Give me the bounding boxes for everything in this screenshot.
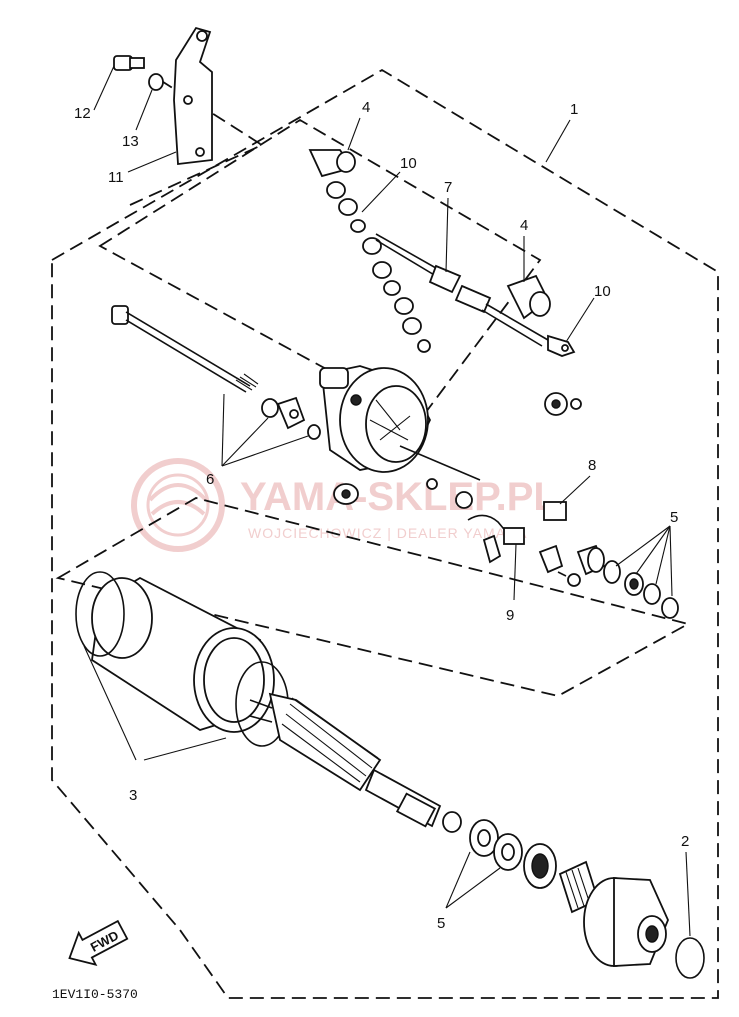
washer-small bbox=[455, 491, 473, 509]
watermark: YAMA-SKLEP.PL WOJCIECHOWICZ | DEALER YAM… bbox=[131, 458, 558, 552]
assembly-outline bbox=[51, 68, 719, 999]
through-bolt bbox=[111, 305, 259, 393]
brush-plate-part bbox=[276, 396, 306, 430]
brush bbox=[543, 501, 567, 521]
o-ring-small bbox=[261, 398, 279, 418]
yoke bbox=[91, 576, 275, 733]
front-cover bbox=[583, 877, 669, 967]
watermark-logo bbox=[131, 458, 225, 552]
o-ring-tiny bbox=[307, 424, 321, 440]
brush-spring bbox=[333, 483, 359, 505]
brush-holder-subassembly-outline bbox=[98, 118, 542, 422]
end-cover-subassembly-outline bbox=[55, 497, 691, 697]
watermark-brand: YAMA-SKLEP.PL bbox=[240, 475, 558, 519]
callout-9: 9 bbox=[506, 607, 514, 624]
nut-washer-stack bbox=[326, 181, 431, 353]
bushing bbox=[544, 392, 582, 416]
callout-4-a: 4 bbox=[362, 99, 370, 116]
terminal-eye bbox=[547, 334, 576, 357]
insulator-cap bbox=[506, 274, 551, 320]
o-ring-front bbox=[75, 571, 125, 657]
terminal-rod bbox=[375, 233, 549, 347]
brush-holder-clip bbox=[538, 544, 564, 574]
callout-2: 2 bbox=[681, 833, 689, 850]
callout-6: 6 bbox=[206, 471, 214, 488]
callout-4-b: 4 bbox=[520, 217, 528, 234]
terminal-bolt bbox=[308, 149, 356, 178]
circlip bbox=[442, 811, 462, 833]
rear-cover bbox=[319, 365, 432, 473]
callout-12: 12 bbox=[74, 105, 91, 122]
bolt bbox=[113, 55, 145, 71]
spring-small bbox=[426, 478, 438, 490]
callout-7: 7 bbox=[444, 179, 452, 196]
figure-code: 1EV1I0-5370 bbox=[52, 987, 138, 1002]
callout-11: 11 bbox=[108, 169, 124, 186]
armature bbox=[249, 692, 442, 828]
brush-lead bbox=[467, 514, 525, 545]
fwd-arrow: FWD bbox=[68, 919, 129, 966]
bracket bbox=[173, 26, 213, 166]
leader-lines bbox=[83, 65, 691, 937]
brush-holder bbox=[482, 534, 502, 564]
callouts: 1 2 3 4 4 5 5 6 7 8 9 10 10 11 12 13 bbox=[74, 99, 689, 932]
callout-1: 1 bbox=[570, 101, 578, 118]
screw bbox=[557, 571, 581, 587]
o-ring-front-cover bbox=[675, 937, 705, 979]
shim-set-upper bbox=[603, 560, 679, 619]
callout-5-b: 5 bbox=[437, 915, 445, 932]
shim-set-lower bbox=[469, 819, 523, 871]
callout-8: 8 bbox=[588, 457, 596, 474]
callout-10-a: 10 bbox=[400, 155, 417, 172]
bracket-subassembly-outline bbox=[129, 79, 264, 206]
bearing bbox=[523, 843, 557, 889]
callout-5-a: 5 bbox=[670, 509, 678, 526]
callout-3: 3 bbox=[129, 787, 137, 804]
washer bbox=[148, 73, 164, 91]
callout-13: 13 bbox=[122, 133, 139, 150]
callout-10-b: 10 bbox=[594, 283, 611, 300]
end-bushing bbox=[576, 544, 606, 576]
